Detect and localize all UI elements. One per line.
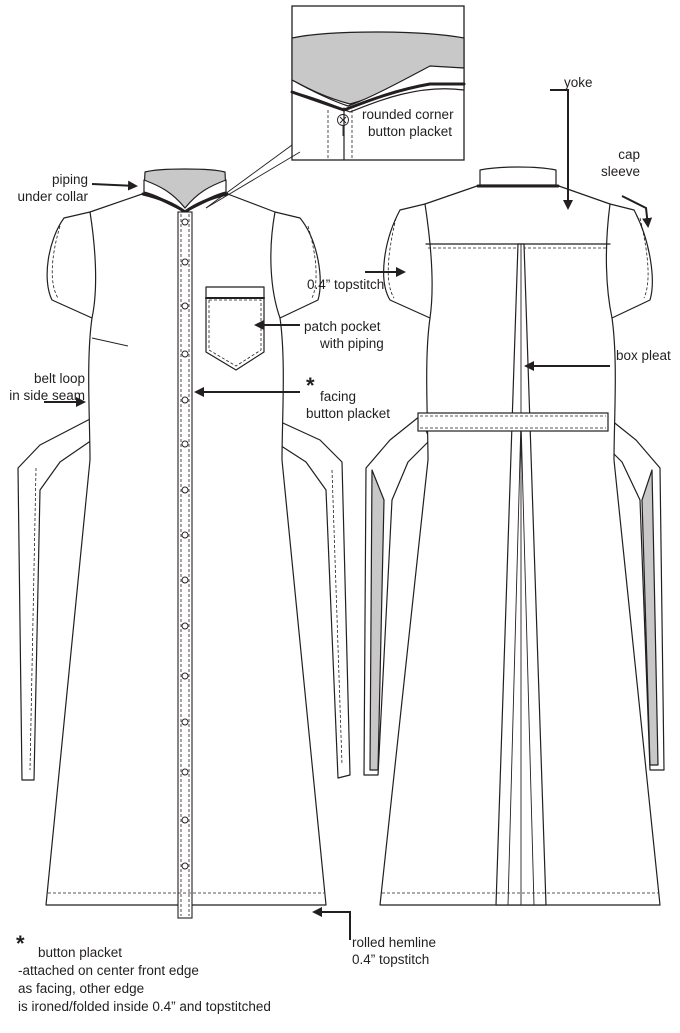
yoke-label: yoke (564, 75, 593, 90)
footnote-line-2: as facing, other edge (18, 981, 145, 996)
rolled-hemline-label-line2: 0.4” topstitch (352, 952, 430, 967)
belt-loop-label-line2: in side seam (9, 388, 85, 403)
facing-label: facing button placket (306, 388, 390, 422)
piping-label-line1: piping (51, 172, 88, 187)
back-collar (479, 166, 557, 186)
front-belt-tie-left (17, 417, 93, 781)
facing-label-line1: facing (320, 389, 357, 404)
belt-loop-label: belt loop in side seam (0, 370, 85, 404)
callout-arrows (44, 89, 653, 940)
patch-pocket-label-line1: patch pocket (304, 319, 381, 334)
front-button-placket (177, 211, 193, 919)
footnote-line-3: is ironed/folded inside 0.4” and topstit… (18, 999, 271, 1014)
patch-pocket-label: patch pocket with piping (304, 318, 384, 352)
rolled-hemline-label: rolled hemline 0.4” topstitch (352, 934, 436, 968)
belt-loop-label-line1: belt loop (33, 371, 85, 386)
facing-asterisk: * (306, 373, 315, 398)
front-belt-tie-right (271, 417, 351, 779)
back-belt (417, 412, 609, 432)
cap-sleeve-label-line1: cap (618, 147, 640, 162)
topstitch-label: 0.4” topstitch (307, 277, 385, 292)
collar-detail-inset (205, 5, 466, 209)
rolled-hemline-label-line1: rolled hemline (352, 935, 437, 950)
facing-label-line2: button placket (306, 406, 391, 421)
back-view (363, 166, 665, 906)
footnote-line-1: -attached on center front edge (18, 963, 199, 978)
rounded-corner-label: rounded corner button placket (362, 106, 454, 140)
front-buttons (181, 218, 189, 870)
front-patch-pocket (205, 286, 265, 371)
footnote-asterisk: * (16, 931, 25, 956)
piping-label: piping under collar (0, 171, 88, 205)
cap-sleeve-label: cap sleeve (580, 146, 640, 180)
rounded-corner-label-line2: button placket (368, 124, 453, 139)
detail-button-icon (337, 114, 349, 126)
cap-sleeve-label-line2: sleeve (600, 164, 640, 179)
front-view (17, 168, 351, 919)
rounded-corner-label-line1: rounded corner (362, 107, 454, 122)
footnote-title: button placket (38, 945, 123, 960)
patch-pocket-label-line2: with piping (320, 336, 384, 351)
piping-label-line2: under collar (17, 189, 88, 204)
box-pleat-label: box pleat (616, 348, 671, 363)
